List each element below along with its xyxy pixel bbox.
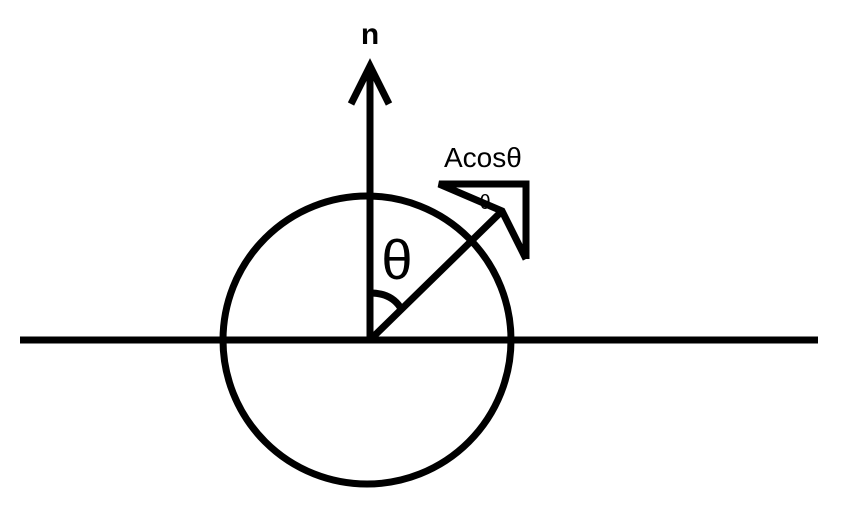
projection-label: Acosθ: [444, 142, 522, 173]
projection-triangle: [437, 180, 530, 261]
small-angle-label: θ: [479, 192, 490, 214]
angle-label: θ: [381, 228, 412, 291]
normal-label: n: [361, 18, 379, 51]
area-vector-line: [367, 208, 505, 343]
normal-arrowhead: [347, 58, 393, 106]
angle-arc: [366, 289, 403, 310]
